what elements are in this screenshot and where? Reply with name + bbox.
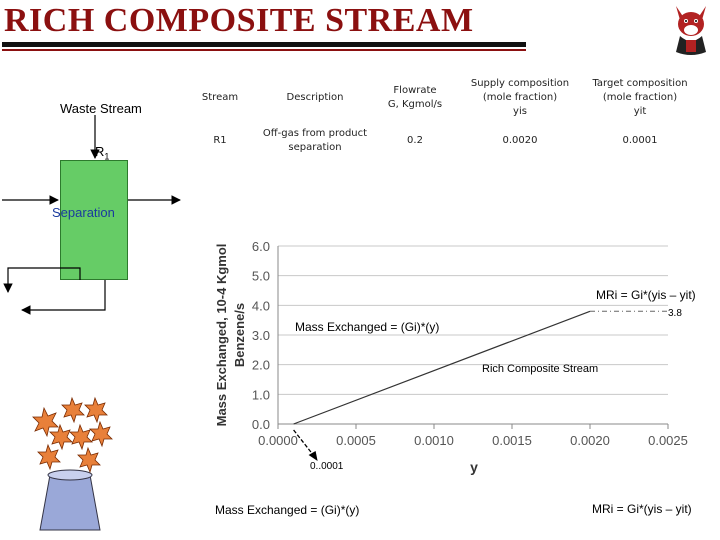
x-tick-label: 0.0000: [258, 433, 298, 448]
cell-stream: R1: [213, 135, 227, 146]
cell-supply: 0.0020: [502, 135, 538, 146]
x-tick-label: 0.0005: [336, 433, 376, 448]
title-underline: [2, 42, 526, 47]
y-axis-label-line2: Benzene/s: [232, 303, 247, 367]
y-tick-label: 5.0: [252, 269, 270, 284]
page-title: RICH COMPOSITE STREAM: [4, 2, 474, 39]
x-tick-label: 0.0025: [648, 433, 688, 448]
y-tick-label: 2.0: [252, 358, 270, 373]
y-tick-label: 6.0: [252, 239, 270, 254]
mr-formula-bottom: MRi = Gi*(yis – yit): [592, 502, 692, 516]
x-tick-label: 0.0015: [492, 433, 532, 448]
cell-target: 0.0001: [622, 135, 658, 146]
mr-formula-top: MRi = Gi*(yis – yit): [596, 288, 696, 302]
series-line-rich-composite: [293, 310, 591, 425]
header-supply: Supply composition(mole fraction)yis: [470, 78, 570, 117]
mass-exchanged-bottom-label: Mass Exchanged = (Gi)*(y): [215, 503, 360, 517]
title-underline-accent: [2, 49, 526, 51]
waste-stream-label: Waste Stream: [60, 101, 142, 116]
value-3-8-label: 3.8: [668, 308, 682, 319]
value-0-0001-label: 0..0001: [310, 461, 344, 472]
mass-exchanged-mid-label: Mass Exchanged = (Gi)*(y): [295, 320, 440, 334]
cell-flowrate: 0.2: [407, 135, 423, 146]
y-tick-label: 4.0: [252, 298, 270, 313]
header-target: Target composition(mole fraction)yit: [592, 78, 688, 117]
header-stream: Stream: [201, 92, 239, 103]
y-tick-label: 3.0: [252, 328, 270, 343]
y-axis-label: Mass Exchanged, 10-4 Kgmol: [214, 244, 229, 427]
y-tick-label: 1.0: [252, 387, 270, 402]
x-tick-label: 0.0010: [414, 433, 454, 448]
x-tick-label: 0.0020: [570, 433, 610, 448]
wolf-mascot-icon: [676, 6, 706, 55]
rich-composite-label: Rich Composite Stream: [482, 363, 599, 375]
y-tick-label: 0.0: [252, 417, 270, 432]
separation-unit-box: [60, 160, 128, 280]
x-axis-label: y: [470, 459, 478, 475]
header-description: Description: [286, 92, 344, 103]
pointer-arrow-head: [308, 451, 318, 461]
separation-label: Separation: [52, 205, 115, 220]
